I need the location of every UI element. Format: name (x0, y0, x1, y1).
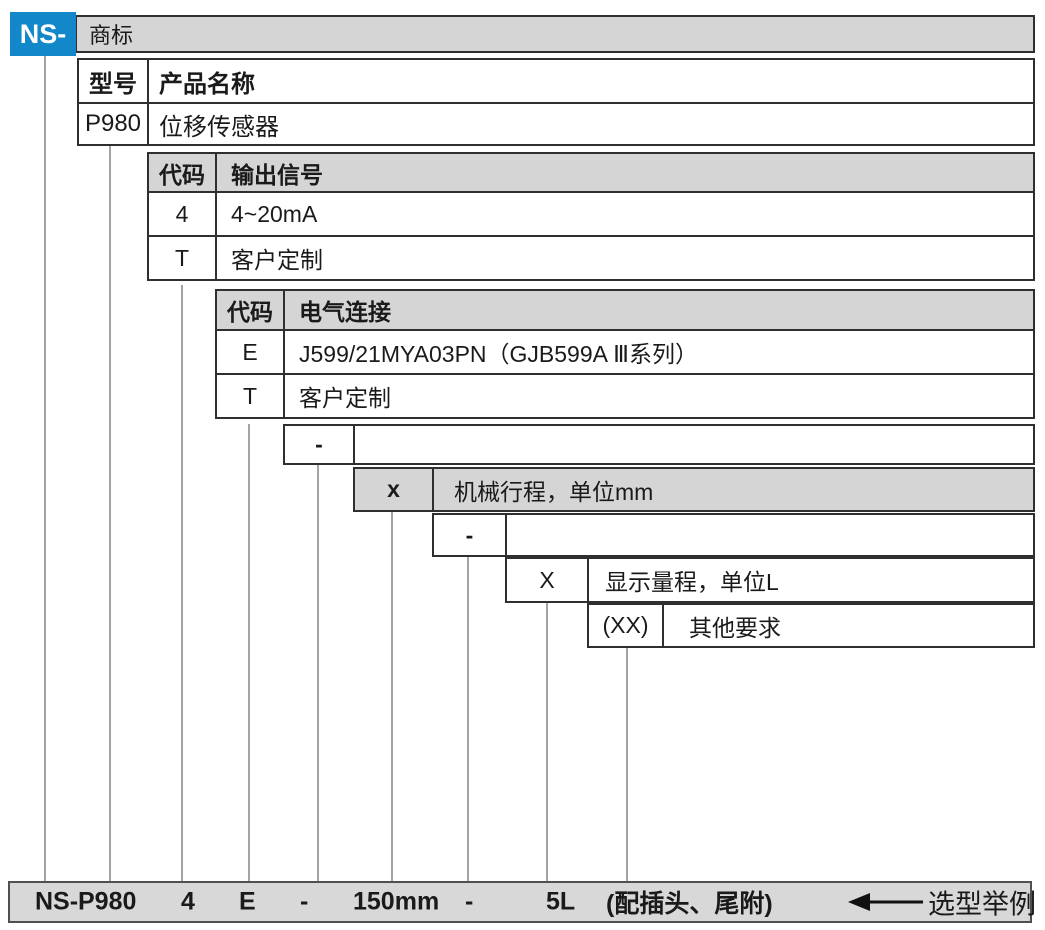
desc-cell: 客户定制 (231, 247, 323, 273)
separator1-row: - (283, 424, 1035, 465)
connector-line-range (546, 603, 548, 881)
electrical-row-t: T 客户定制 (217, 373, 1033, 417)
output-signal-header-row: 代码 输出信号 (149, 154, 1033, 191)
trademark-bar: 商标 (75, 15, 1035, 53)
separator2-empty-cell (507, 515, 1033, 555)
other-inner-row: (XX) 其他要求 (589, 605, 1033, 646)
desc-cell: J599/21MYA03PN（GJB599A Ⅲ系列） (299, 341, 698, 367)
desc-cell: 客户定制 (299, 385, 391, 411)
connector-line-separator1 (317, 465, 319, 881)
example-part-brand: NS- (35, 887, 79, 916)
example-part-dash1: - (300, 887, 309, 916)
model-header-row: 型号 产品名称 (79, 60, 1033, 102)
example-part-signal: 4 (181, 887, 195, 916)
trademark-label: 商标 (89, 23, 134, 48)
example-part-stroke: 150mm (353, 887, 440, 916)
stroke-inner-row: x 机械行程，单位mm (355, 469, 1033, 510)
desc-cell: 4~20mA (231, 200, 318, 227)
output-signal-table: 代码 输出信号 4 4~20mA T 客户定制 (147, 152, 1035, 281)
model-data-row: P980 位移传感器 (79, 102, 1033, 144)
example-part-dash2: - (465, 887, 474, 916)
example-part-range: 5L (546, 887, 576, 916)
model-table: 型号 产品名称 P980 位移传感器 (77, 58, 1035, 146)
electrical-table: 代码 电气连接 E J599/21MYA03PN（GJB599A Ⅲ系列） T … (215, 289, 1035, 419)
connector-line-separator2 (467, 557, 469, 881)
product-name-header-cell: 产品名称 (159, 70, 255, 98)
example-part-model: P980 (78, 887, 137, 916)
separator1-empty-cell (355, 426, 1033, 463)
code-cell: T (217, 375, 285, 417)
electrical-row-e: E J599/21MYA03PN（GJB599A Ⅲ系列） (217, 329, 1033, 373)
connector-line-model (109, 146, 111, 881)
electrical-header-row: 代码 电气连接 (217, 291, 1033, 329)
other-desc-cell: 其他要求 (689, 614, 781, 641)
range-code-cell: X (507, 559, 589, 601)
connector-line-other (626, 648, 628, 881)
code-header-cell: 代码 (217, 291, 285, 329)
range-row: X 显示量程，单位L (505, 557, 1035, 603)
output-signal-row-4: 4 4~20mA (149, 191, 1033, 235)
output-signal-row-t: T 客户定制 (149, 235, 1033, 279)
separator2-inner-row: - (434, 515, 1033, 555)
brand-prefix-label: NS- (19, 18, 67, 49)
separator1-cell: - (285, 426, 355, 463)
separator2-cell: - (434, 515, 507, 555)
stroke-code-cell: x (355, 469, 434, 510)
separator2-row: - (432, 513, 1035, 557)
other-row: (XX) 其他要求 (587, 603, 1035, 648)
range-inner-row: X 显示量程，单位L (507, 559, 1033, 601)
code-cell: 4 (149, 193, 217, 235)
connector-line-signal (181, 285, 183, 881)
electrical-header-cell: 电气连接 (299, 299, 391, 325)
model-code-cell: P980 (79, 104, 149, 144)
example-bar: NS- P980 4 E - 150mm - 5L (配插头、尾附) 选型举例 (8, 881, 1036, 923)
output-signal-header-cell: 输出信号 (231, 161, 323, 188)
connector-line-brand (44, 56, 46, 881)
arrow-tail-line (865, 900, 923, 904)
model-header-cell: 型号 (79, 60, 149, 102)
connector-line-electrical (248, 424, 250, 881)
stroke-desc-cell: 机械行程，单位mm (454, 478, 654, 505)
range-desc-cell: 显示量程，单位L (605, 569, 779, 595)
example-caption: 选型举例 (928, 889, 1036, 920)
other-code-cell: (XX) (589, 605, 664, 646)
example-part-other: (配插头、尾附) (606, 890, 773, 918)
code-header-cell: 代码 (149, 154, 217, 191)
connector-line-stroke (391, 512, 393, 881)
stroke-row: x 机械行程，单位mm (353, 467, 1035, 512)
example-part-electrical: E (239, 887, 256, 916)
code-cell: T (149, 237, 217, 279)
left-arrow-icon (848, 893, 870, 911)
separator1-inner-row: - (285, 426, 1033, 463)
product-name-cell: 位移传感器 (159, 113, 279, 141)
brand-box: NS- (10, 12, 76, 56)
code-cell: E (217, 331, 285, 373)
